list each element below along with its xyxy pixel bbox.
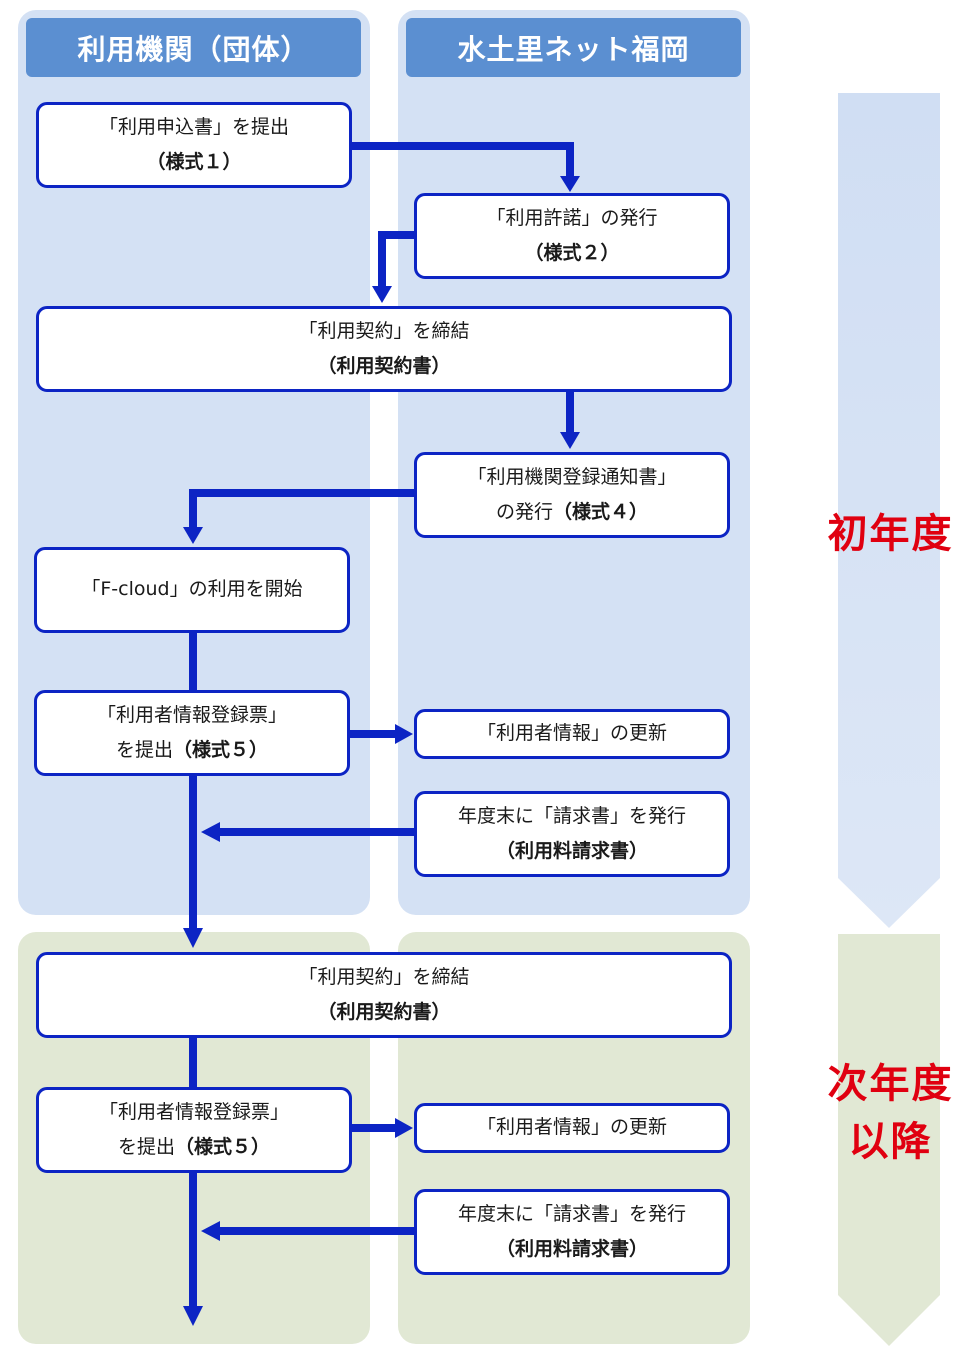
period-label-next-year-line2: 以降 (848, 1119, 933, 1165)
next-year-period-arrow (838, 934, 940, 1346)
arrowhead (560, 176, 580, 192)
step-next-contract-sign: 「利用契約」を締結 （利用契約書） (36, 952, 732, 1038)
step-text: 年度末に「請求書」を発行 (457, 1202, 686, 1225)
arrow-notice-to-start (189, 489, 416, 527)
step-text-line2: を提出（様式５） (115, 739, 269, 761)
step-user-info-form: 「利用者情報登録票」 を提出（様式５） (34, 690, 350, 776)
lane-header-organization: 利用機関（団体） (26, 18, 361, 77)
step-form-ref: （様式２） (524, 242, 620, 264)
step-text: 「利用者情報」の更新 (476, 722, 667, 745)
step-text-line2: を提出（様式５） (117, 1136, 271, 1158)
step-user-info-update: 「利用者情報」の更新 (414, 709, 730, 759)
arrowhead (183, 928, 203, 948)
arrowhead (201, 822, 220, 842)
step-contract-sign: 「利用契約」を締結 （利用契約書） (36, 306, 732, 392)
step-form-ref: （利用料請求書） (495, 840, 648, 862)
step-form-ref: （様式１） (146, 151, 242, 173)
step-form-ref: （利用料請求書） (495, 1238, 648, 1260)
step-registration-notice: 「利用機関登録通知書」 の発行（様式４） (414, 452, 730, 538)
arrowhead (183, 1306, 203, 1326)
arrowhead (395, 724, 413, 744)
arrowhead (183, 527, 203, 544)
step-fcloud-start: 「F-cloud」の利用を開始 (34, 547, 350, 633)
step-text: 「利用者情報登録票」 (98, 1100, 289, 1123)
period-label-first-year: 初年度 (827, 511, 954, 557)
step-text: 「利用契約」を締結 (298, 319, 470, 342)
step-next-invoice-issue: 年度末に「請求書」を発行 （利用料請求書） (414, 1189, 730, 1275)
step-text: 「F-cloud」の利用を開始 (81, 578, 303, 601)
step-text-line2: の発行（様式４） (495, 501, 649, 523)
step-next-user-info-update: 「利用者情報」の更新 (414, 1103, 730, 1153)
period-label-next-year-line1: 次年度 (827, 1061, 954, 1107)
step-permission-issue: 「利用許諾」の発行 （様式２） (414, 193, 730, 279)
step-text: 「利用許諾」の発行 (486, 206, 658, 229)
lane-header-mizusato: 水土里ネット福岡 (406, 18, 741, 77)
step-text: 「利用者情報登録票」 (96, 703, 287, 726)
step-invoice-issue: 年度末に「請求書」を発行 （利用料請求書） (414, 791, 730, 877)
period-label-next-year: 次年度 以降 (808, 1055, 973, 1171)
step-form-ref: （利用契約書） (317, 355, 451, 377)
arrowhead (372, 286, 392, 303)
arrowhead (560, 432, 580, 449)
arrowhead (395, 1118, 413, 1138)
step-next-user-info-form: 「利用者情報登録票」 を提出（様式５） (36, 1087, 352, 1173)
first-year-period-arrow (838, 93, 940, 928)
arrow-permission-to-contract (378, 231, 416, 286)
arrowhead (201, 1221, 220, 1241)
step-form-ref: （利用契約書） (317, 1001, 451, 1023)
step-text: 「利用申込書」を提出 (98, 115, 289, 138)
step-application-submit: 「利用申込書」を提出 （様式１） (36, 102, 352, 188)
step-text: 「利用者情報」の更新 (476, 1116, 667, 1139)
step-text: 「利用機関登録通知書」 (467, 465, 677, 488)
step-text: 「利用契約」を締結 (298, 965, 470, 988)
step-text: 年度末に「請求書」を発行 (457, 804, 686, 827)
arrow-application-to-permission (350, 142, 574, 176)
